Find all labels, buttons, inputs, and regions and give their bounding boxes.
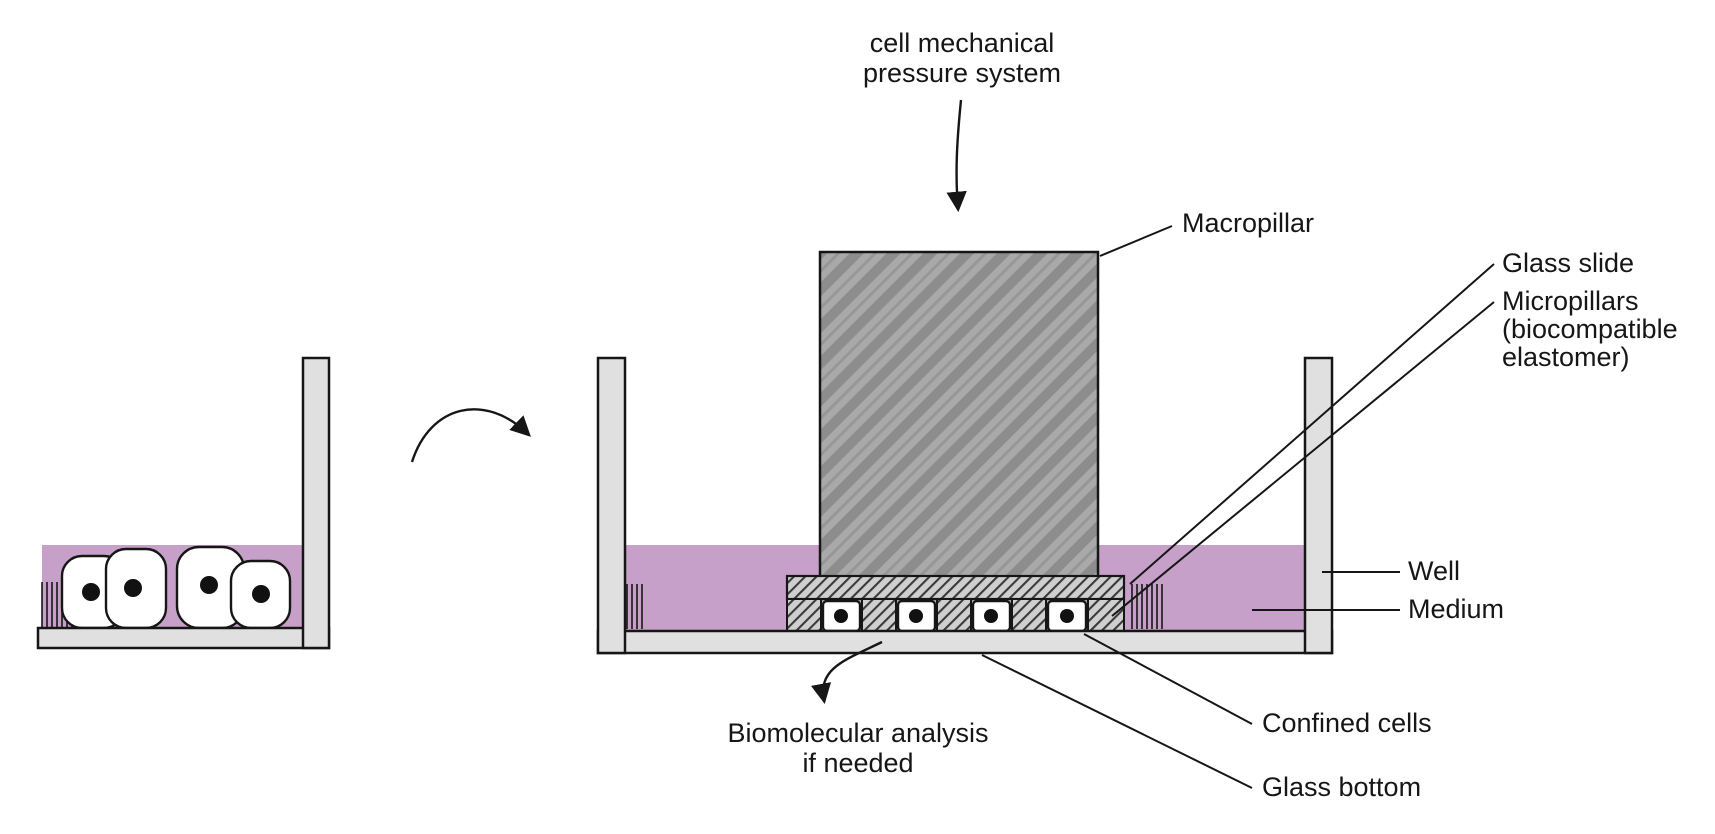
label-glass-slide: Glass slide: [1502, 248, 1634, 278]
cell-nucleus: [984, 609, 998, 623]
cell-nucleus: [82, 583, 100, 601]
unconfined-cells: [60, 545, 292, 630]
cell-nucleus: [124, 579, 142, 597]
label-biomolecular-line-1: Biomolecular analysis: [727, 718, 988, 748]
label-micropillars-line-3: elastomer): [1502, 342, 1630, 372]
micropillar: [861, 598, 897, 633]
micropillar: [786, 598, 822, 633]
right-well-right-wall: [1303, 356, 1334, 655]
analysis-arrow: [810, 640, 883, 705]
label-medium: Medium: [1408, 594, 1504, 624]
label-micropillars-line-2: (biocompatible: [1502, 314, 1678, 344]
glass-slide-bar: [785, 574, 1126, 601]
glass-bottom-slab: [596, 629, 1334, 655]
macropillar-leader-line: [1099, 225, 1173, 257]
leader-lines: [981, 225, 1495, 789]
title-line-2: pressure system: [863, 58, 1061, 88]
right-well: [596, 250, 1334, 655]
micropillars-leader-line: [1111, 301, 1495, 617]
confined-cells: [821, 599, 1088, 633]
title-line-1: cell mechanical: [870, 28, 1055, 58]
label-glass-bottom: Glass bottom: [1262, 772, 1421, 802]
micropillar: [1087, 598, 1125, 633]
left-well-right-wall: [301, 356, 331, 650]
macropillar-block: [818, 250, 1100, 579]
glass-bottom-leader-line: [981, 654, 1253, 789]
left-well-bottom: [36, 626, 331, 650]
pressure-arrow: [946, 99, 967, 213]
micropillar: [936, 598, 972, 633]
label-micropillars-line-1: Micropillars: [1502, 286, 1639, 316]
transfer-arrow: [410, 408, 531, 463]
labels: cell mechanical pressure system Macropil…: [727, 28, 1677, 802]
glass-slide-leader-line: [1129, 263, 1495, 585]
micropillar: [1011, 598, 1047, 633]
cell-nucleus: [200, 576, 218, 594]
micropillars: [786, 598, 1125, 633]
cell-nucleus: [834, 609, 848, 623]
cell-nucleus: [1060, 609, 1074, 623]
label-macropillar: Macropillar: [1182, 208, 1314, 238]
label-confined-cells: Confined cells: [1262, 708, 1432, 738]
cell-nucleus: [909, 609, 923, 623]
label-biomolecular-line-2: if needed: [802, 748, 913, 778]
right-well-left-wall: [596, 356, 627, 655]
right-well-tick-marks-right: [1128, 584, 1166, 629]
cell-nucleus: [252, 585, 270, 603]
left-well: [36, 356, 331, 650]
label-well: Well: [1408, 556, 1460, 586]
confined-cells-leader-line: [1083, 633, 1253, 725]
